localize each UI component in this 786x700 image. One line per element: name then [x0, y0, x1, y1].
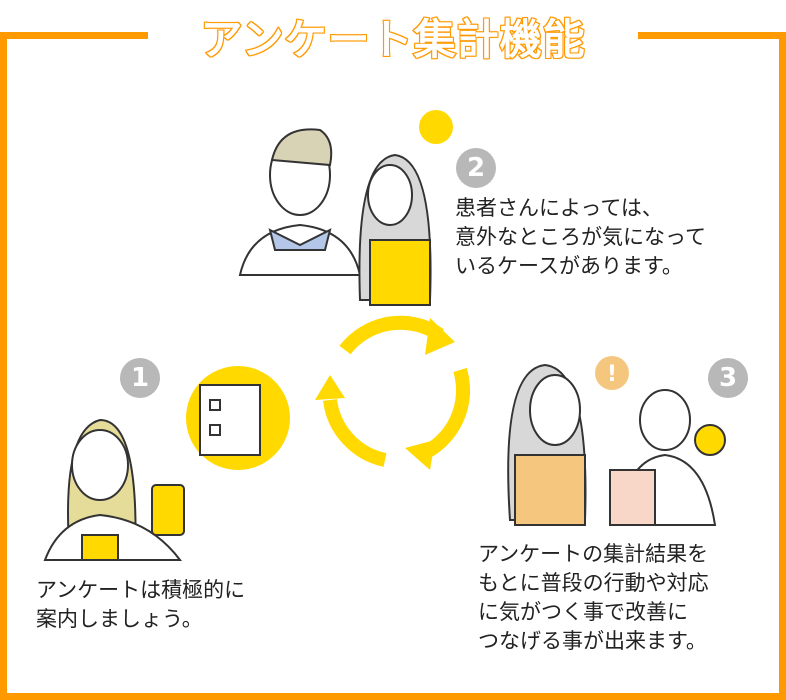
- woman-with-phone-illustration: [43, 418, 185, 561]
- page-title: アンケート集計機能: [199, 14, 586, 65]
- patient-couple-illustration: [238, 128, 432, 306]
- step-3-text: アンケートの集計結果を もとに普段の行動や対応 に気がつく事で改善に つなげる事…: [478, 542, 709, 653]
- step-1-text: アンケートは積極的に 案内しましょう。: [36, 578, 246, 631]
- step-1-number-badge: 1: [120, 358, 160, 398]
- step-2-number-badge: 2: [456, 148, 496, 188]
- staff-reflection-illustration: [507, 363, 726, 526]
- clipboard-icon: [199, 384, 261, 456]
- svg-text:!: !: [607, 362, 617, 387]
- step-2-text: 患者さんによっては、 意外なところが気になって いるケースがあります。: [455, 196, 706, 278]
- worry-bubble-icon: [419, 110, 453, 144]
- exclamation-bubble-icon: [595, 356, 629, 390]
- step-3-number-badge: 3: [708, 358, 748, 398]
- title-backdrop: [148, 20, 638, 50]
